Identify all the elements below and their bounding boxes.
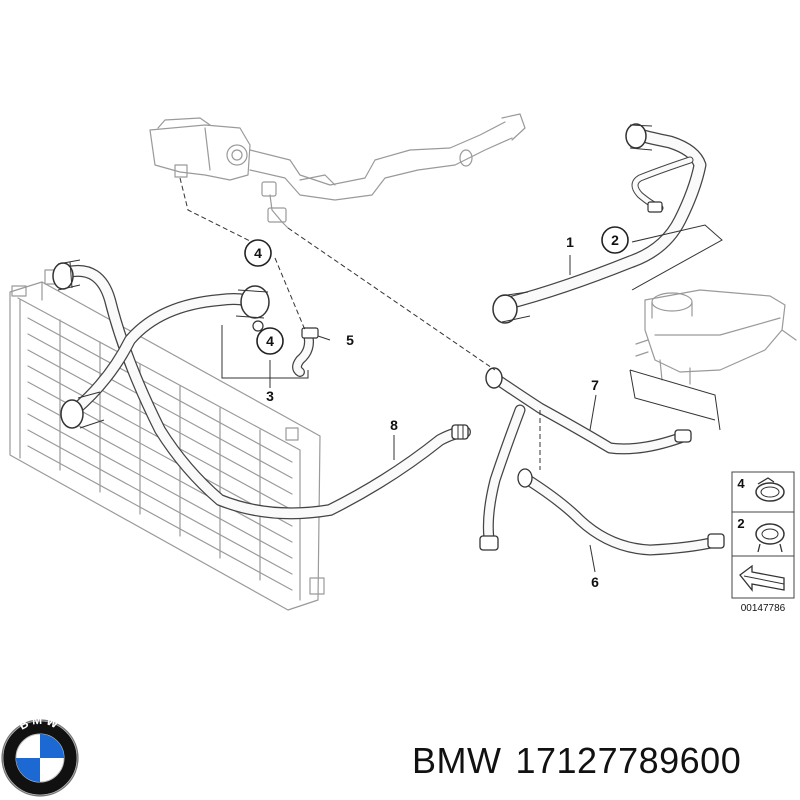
small-bypass-hose [292, 327, 319, 377]
hose-end-fitting-right [451, 424, 469, 440]
part-label-2-text: 2 [611, 232, 619, 248]
part-label-4-top-text: 4 [254, 245, 262, 261]
coolant-hose-7 [479, 367, 692, 551]
expansion-tank [635, 289, 797, 385]
part-caption: BMW 17127789600 [412, 740, 755, 782]
legend-item-4-label: 4 [737, 476, 745, 491]
hose-end-fitting-bottom-left [60, 391, 105, 429]
part-label-4-mid-text: 4 [266, 333, 274, 349]
logo-lettering: BMW [17, 713, 61, 733]
spring-clamp-icon [755, 523, 785, 553]
part-label-4-top: 4 [244, 239, 272, 267]
bmw-logo: BMW [1, 713, 79, 797]
part-label-8: 8 [390, 417, 398, 433]
radiator-core-fins [27, 317, 293, 591]
part-label-2: 2 [601, 226, 629, 254]
engine-thermostat-housing [149, 113, 526, 229]
part-label-1: 1 [566, 234, 574, 250]
reference-number: 00147786 [741, 603, 786, 614]
part-label-4-mid: 4 [256, 327, 284, 355]
coolant-hose-6 [517, 468, 725, 556]
part-label-6: 6 [591, 574, 599, 590]
clamp-fitting-upper [235, 285, 270, 332]
part-number: 17127789600 [515, 740, 742, 781]
part-label-5: 5 [346, 332, 354, 348]
hose-end-fitting-top-left [52, 259, 81, 291]
legend-item-2-label: 2 [737, 516, 744, 531]
hose-clamp-icon [755, 477, 785, 502]
svg-text:BMW: BMW [17, 713, 64, 733]
part-label-3: 3 [266, 388, 274, 404]
coolant-hose-1 [492, 123, 707, 324]
leader-lines [179, 177, 723, 573]
arrow-icon [739, 564, 785, 592]
brand-name: BMW [412, 740, 502, 781]
upper-radiator-hose [52, 259, 471, 520]
part-label-7: 7 [591, 377, 599, 393]
legend-panel: 4 2 00147786 [731, 471, 795, 614]
